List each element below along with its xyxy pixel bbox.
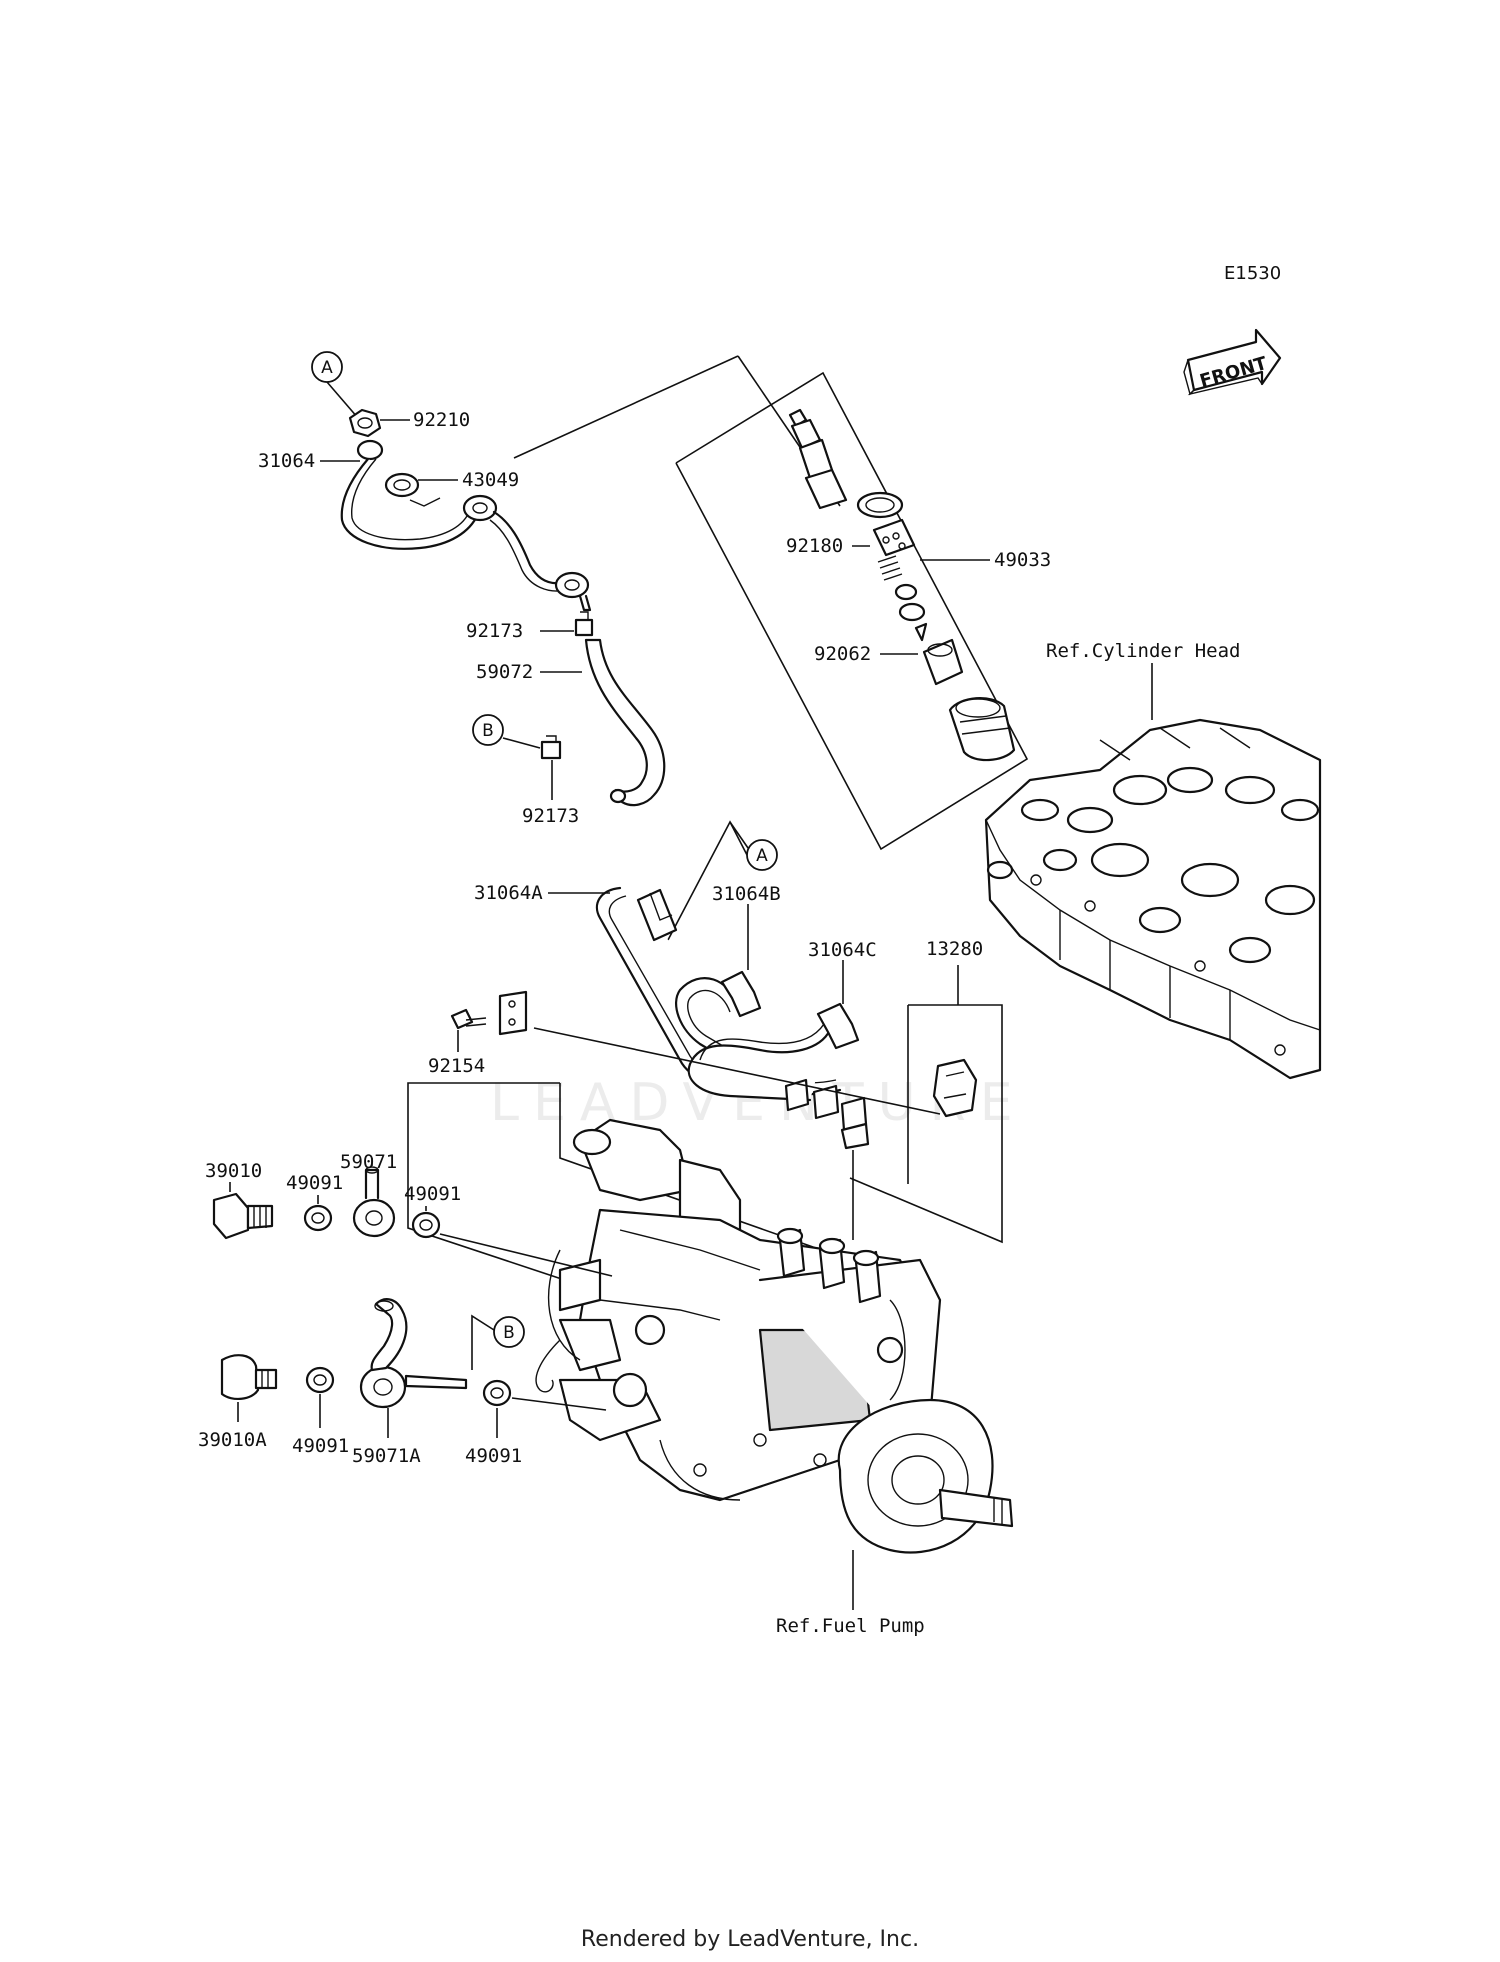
svg-text:B: B [482, 721, 494, 741]
diagram-code: E1530 [1224, 263, 1281, 284]
nut-92210 [348, 408, 382, 438]
label-49091-c: 49091 [292, 1435, 349, 1457]
callout-b-left: B [472, 714, 541, 749]
callout-b-pump: B [471, 1314, 525, 1370]
washer-49091-a [303, 1204, 333, 1232]
clamp-plate-92154 [498, 990, 528, 1036]
label-92210: 92210 [413, 409, 470, 431]
label-49033: 49033 [994, 549, 1051, 571]
label-31064C: 31064C [808, 939, 877, 961]
ref-fuel-pump: Ref.Fuel Pump [776, 1615, 925, 1637]
banjo-bolt-39010 [212, 1192, 274, 1240]
hose-59072 [584, 638, 666, 807]
label-31064A: 31064A [474, 882, 543, 904]
pipe-end-nuts [784, 1078, 870, 1150]
banjo-59071A [359, 1298, 468, 1409]
label-49091-d: 49091 [465, 1445, 522, 1467]
washer-49091-b [411, 1211, 441, 1239]
svg-text:A: A [321, 358, 333, 378]
bolt-92154 [450, 1008, 487, 1030]
label-59071: 59071 [340, 1151, 397, 1173]
label-31064: 31064 [258, 450, 315, 472]
clamp-13280 [932, 1058, 978, 1118]
label-92062: 92062 [814, 643, 871, 665]
label-92173-top: 92173 [466, 620, 523, 642]
label-13280: 13280 [926, 938, 983, 960]
washer-49091-d [482, 1379, 512, 1407]
fuel-pump [547, 1118, 1014, 1554]
injector-49033-frame [675, 371, 1029, 851]
clamp-92173-top [574, 611, 594, 637]
label-49091-a: 49091 [286, 1172, 343, 1194]
label-59071A: 59071A [352, 1445, 421, 1467]
washer-49091-c [305, 1366, 335, 1394]
footer-credit: Rendered by LeadVenture, Inc. [581, 1927, 919, 1952]
label-59072: 59072 [476, 661, 533, 683]
label-43049: 43049 [462, 469, 519, 491]
label-92154: 92154 [428, 1055, 485, 1077]
ref-cylinder-head: Ref.Cylinder Head [1046, 640, 1240, 662]
label-31064B: 31064B [712, 883, 781, 905]
injector-49033 [788, 408, 1016, 762]
label-92173-bottom: 92173 [522, 805, 579, 827]
label-39010: 39010 [205, 1160, 262, 1182]
banjo-59071 [352, 1166, 396, 1238]
label-92180: 92180 [786, 535, 843, 557]
washer-43049 [384, 472, 441, 507]
svg-text:B: B [503, 1323, 515, 1343]
clamp-13280-frame [849, 965, 1003, 1244]
front-arrow-icon: FRONT [1183, 328, 1282, 396]
callout-a-top: A [311, 351, 359, 419]
pipe-31064 [340, 439, 592, 612]
clamp-92173-bottom [540, 735, 562, 760]
label-39010A: 39010A [198, 1429, 267, 1451]
label-49091-b: 49091 [404, 1183, 461, 1205]
banjo-bolt-39010A [220, 1354, 278, 1400]
cylinder-head [984, 718, 1322, 1080]
callout-a-mid: A [667, 820, 778, 941]
pump-hook-line [535, 1339, 561, 1393]
svg-text:A: A [756, 846, 768, 866]
